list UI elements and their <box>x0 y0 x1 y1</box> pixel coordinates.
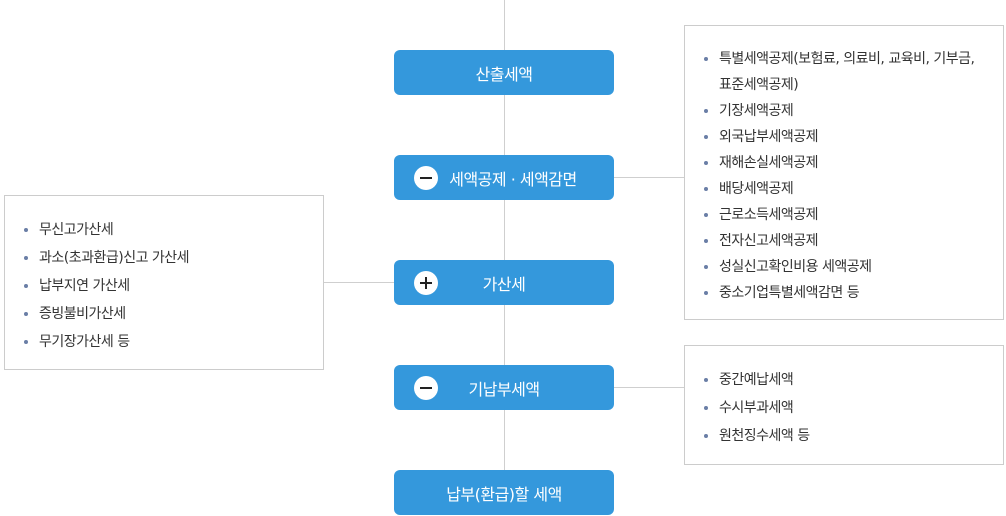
deductions-connector <box>614 177 684 178</box>
bullet-icon <box>704 265 708 269</box>
prepaid-list-box: 중간예납세액 수시부과세액 원천징수세액 등 <box>684 345 1004 465</box>
step-tax-payable: 납부(환급)할 세액 <box>394 470 614 515</box>
bullet-icon <box>704 291 708 295</box>
bullet-icon <box>24 340 28 344</box>
bullet-icon <box>704 187 708 191</box>
list-item: 납부지연 가산세 <box>22 272 323 300</box>
step-label: 기납부세액 <box>468 379 540 399</box>
bullet-icon <box>704 135 708 139</box>
list-item: 전자신고세액공제 <box>702 228 1003 254</box>
list-item: 근로소득세액공제 <box>702 202 1003 228</box>
list-item: 표준세액공제) <box>719 77 799 93</box>
step-tax-credit-reduction: 세액공제 · 세액감면 <box>394 155 614 200</box>
bullet-icon <box>24 228 28 232</box>
step-penalty-tax: 가산세 <box>394 260 614 305</box>
bullet-icon <box>704 213 708 217</box>
prepaid-connector <box>614 387 684 388</box>
bullet-icon <box>704 434 708 438</box>
step-label: 납부(환급)할 세액 <box>446 484 562 504</box>
list-item: 과소(초과환급)신고 가산세 <box>22 244 323 272</box>
bullet-icon <box>704 109 708 113</box>
bullet-icon <box>24 312 28 316</box>
step-prepaid-tax: 기납부세액 <box>394 365 614 410</box>
bullet-icon <box>24 284 28 288</box>
list-item: 배당세액공제 <box>702 176 1003 202</box>
penalty-list-box: 무신고가산세 과소(초과환급)신고 가산세 납부지연 가산세 증빙불비가산세 무… <box>4 195 324 370</box>
list-item: 재해손실세액공제 <box>702 150 1003 176</box>
list-item: 외국납부세액공제 <box>702 124 1003 150</box>
deductions-list-box: 특별세액공제(보험료, 의료비, 교육비, 기부금, 표준세액공제) 기장세액공… <box>684 25 1004 320</box>
list-item: 특별세액공제(보험료, 의료비, 교육비, 기부금, <box>702 46 1003 72</box>
minus-icon <box>414 376 438 400</box>
list-item: 무기장가산세 등 <box>22 328 323 356</box>
list-item: 성실신고확인비용 세액공제 <box>702 254 1003 280</box>
list-item: 수시부과세액 <box>702 394 1003 422</box>
list-item: 증빙불비가산세 <box>22 300 323 328</box>
step-calculated-tax: 산출세액 <box>394 50 614 95</box>
bullet-icon <box>704 239 708 243</box>
minus-icon <box>414 166 438 190</box>
flow-vertical-connector <box>504 0 505 474</box>
bullet-icon <box>704 57 708 61</box>
list-item: 기장세액공제 <box>702 98 1003 124</box>
bullet-icon <box>24 256 28 260</box>
list-item: 무신고가산세 <box>22 216 323 244</box>
bullet-icon <box>704 406 708 410</box>
list-item: 중간예납세액 <box>702 366 1003 394</box>
penalty-connector <box>324 282 394 283</box>
step-label: 세액공제 · 세액감면 <box>449 169 577 189</box>
list-item: 중소기업특별세액감면 등 <box>702 280 1003 306</box>
list-item: 원천징수세액 등 <box>702 422 1003 450</box>
bullet-icon <box>704 378 708 382</box>
step-label: 산출세액 <box>475 64 533 84</box>
bullet-icon <box>704 161 708 165</box>
plus-icon <box>414 271 438 295</box>
step-label: 가산세 <box>482 274 526 294</box>
